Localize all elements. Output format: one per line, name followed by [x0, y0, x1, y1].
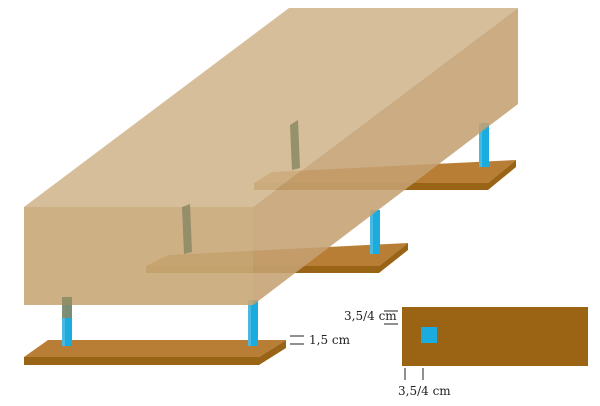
thickness-label: 1,5 cm [309, 333, 351, 347]
peg-front-right [248, 300, 258, 346]
peg-middle-right [370, 210, 380, 254]
board-front [24, 340, 286, 365]
beam-block [24, 8, 518, 305]
peg-section-square [421, 327, 437, 343]
rect-width-label: 3,5/4 cm [398, 384, 451, 398]
peg-hidden-middle [182, 204, 192, 254]
peg-front-left [62, 300, 72, 346]
peg-back-right [479, 123, 489, 167]
peg-hidden-back [290, 120, 300, 170]
cross-section: 3,5/4 cm 3,5/4 cm [344, 307, 588, 398]
rect-height-label: 3,5/4 cm [344, 309, 397, 323]
thickness-dimension: 1,5 cm [290, 333, 351, 347]
peg-hidden-left [62, 297, 72, 318]
